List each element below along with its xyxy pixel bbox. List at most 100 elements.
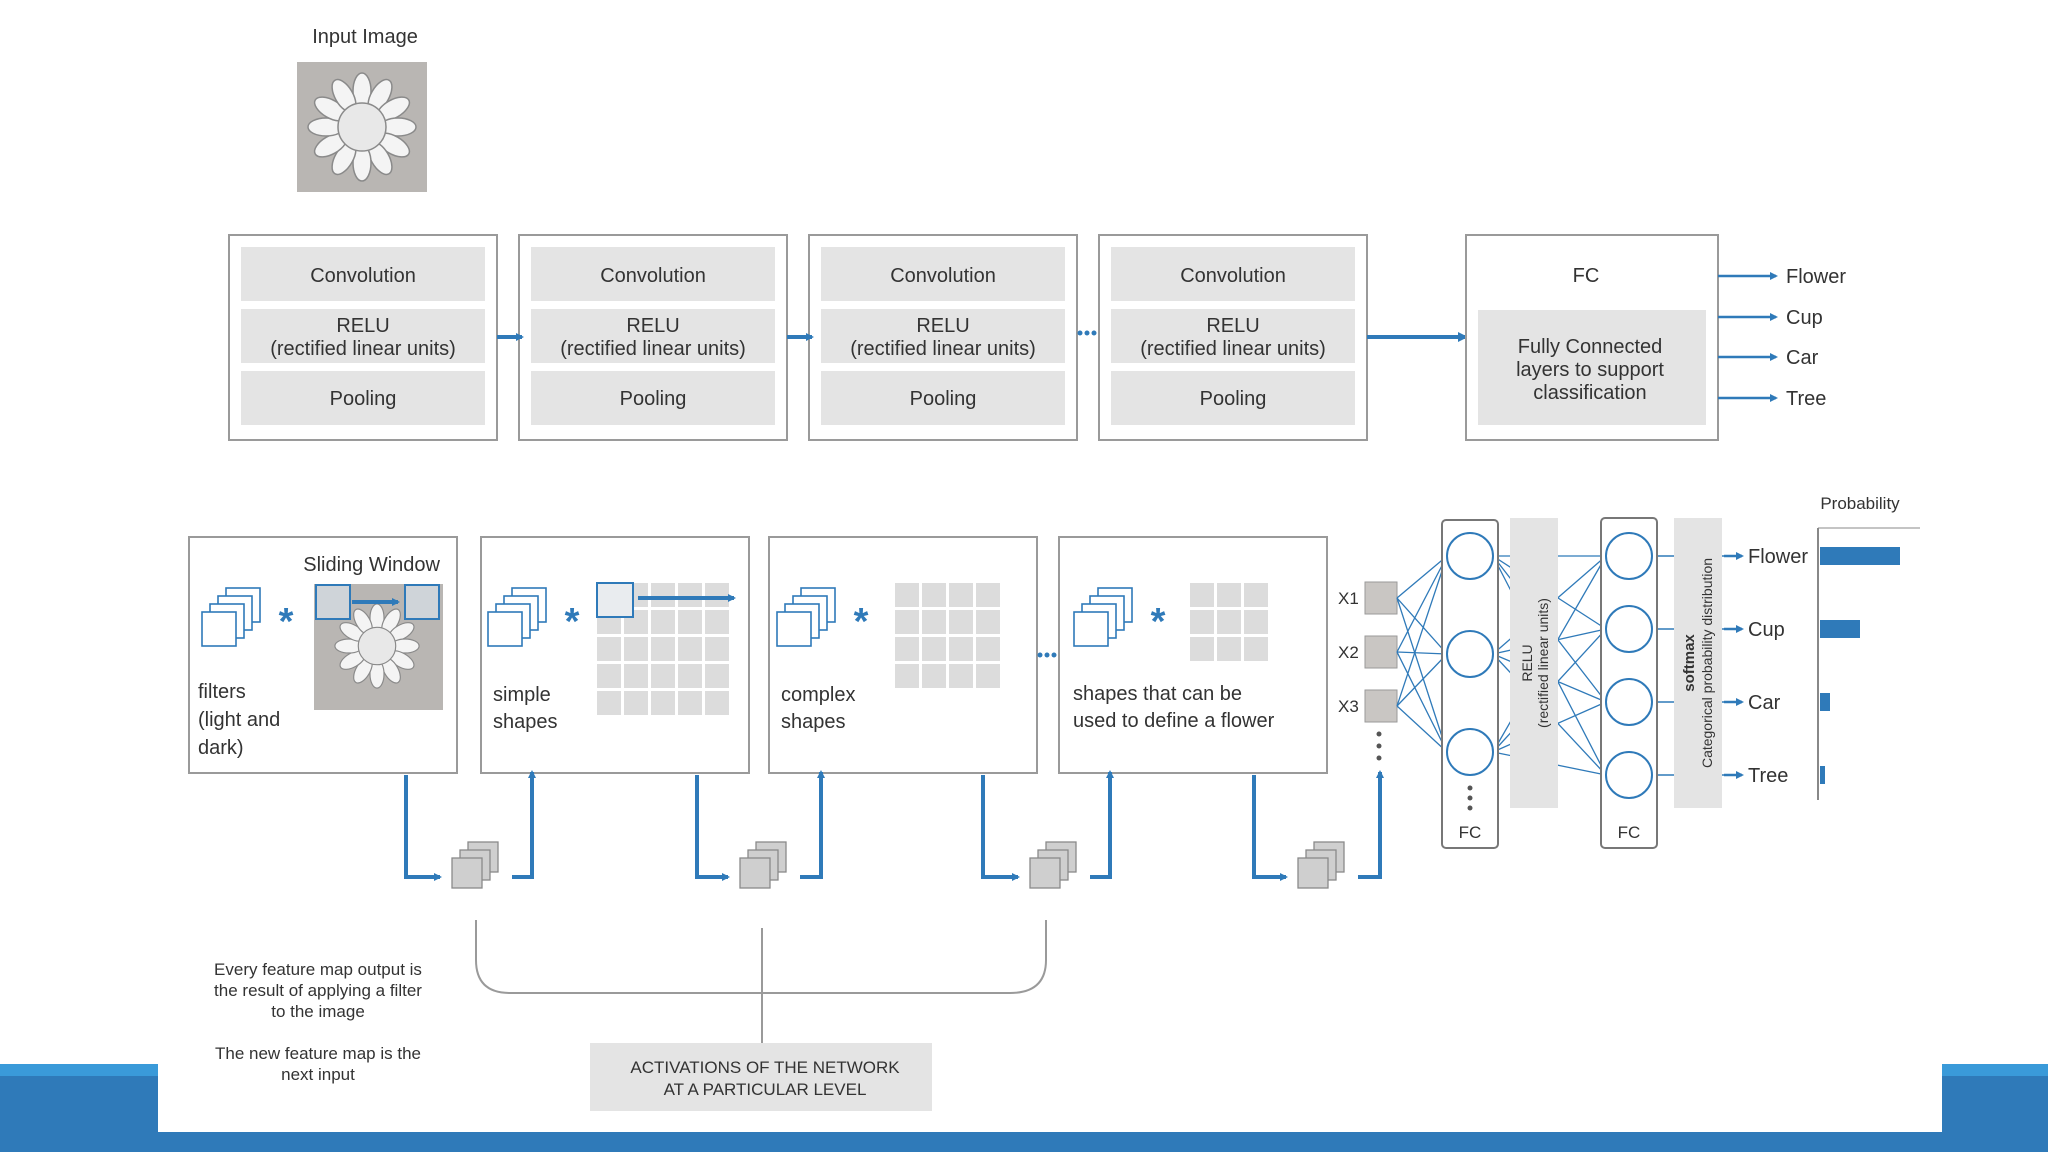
note2-line-1: The new feature map is the <box>215 1044 421 1063</box>
prob-bar-3 <box>1820 693 1830 711</box>
convolution-star-2: * <box>565 601 580 643</box>
input-x2: X2 <box>1338 643 1359 662</box>
fc-label-1: FC <box>1459 823 1482 842</box>
stage-2-relu-sub: (rectified linear units) <box>560 338 746 360</box>
softmax-line-1: softmax <box>1681 634 1698 692</box>
prob-label-2: Cup <box>1748 619 1785 641</box>
stage-3-pooling: Pooling <box>910 388 977 410</box>
notes: Every feature map output is the result o… <box>214 960 422 1084</box>
sliding-window-image <box>314 584 443 710</box>
filter-stack-4: * <box>1073 587 1166 647</box>
panel-1-caption-line-1: filters <box>198 681 246 703</box>
relu-vertical-line-2: (rectified linear units) <box>1535 598 1551 728</box>
prob-bar-1 <box>1820 547 1900 565</box>
stage-3-convolution: Convolution <box>890 265 996 287</box>
input-image <box>297 62 427 192</box>
softmax-line-2: Categorical probability distribution <box>1699 558 1715 768</box>
fc-label-2: FC <box>1618 823 1641 842</box>
stage-3-relu-sub: (rectified linear units) <box>850 338 1036 360</box>
stage-1-pooling: Pooling <box>330 388 397 410</box>
feature-map-2 <box>695 770 825 889</box>
panel-2-caption-line-1: simple <box>493 684 551 706</box>
fc-title: FC <box>1573 265 1600 287</box>
softmax-block: softmax Categorical probability distribu… <box>1674 518 1722 808</box>
panel-ellipsis <box>1037 652 1057 658</box>
top-output-3: Car <box>1786 347 1819 369</box>
stage-3-relu: RELU <box>916 315 969 337</box>
input-x3: X3 <box>1338 697 1359 716</box>
sliding-window-title: Sliding Window <box>303 554 440 576</box>
panel-3-caption-line-1: complex <box>781 684 855 706</box>
simple-shapes-grid <box>596 582 736 715</box>
note1-line-3: to the image <box>271 1002 365 1021</box>
note1-line-2: the result of applying a filter <box>214 981 422 1000</box>
filter-stacks: * * * * <box>201 587 1166 647</box>
relu-vertical-line-1: RELU <box>1519 644 1535 681</box>
filter-stack-2: * <box>487 587 580 647</box>
top-output-4: Tree <box>1786 388 1826 410</box>
stage-2-pooling: Pooling <box>620 388 687 410</box>
activations-line-2: AT A PARTICULAR LEVEL <box>664 1080 867 1099</box>
stage-2-relu: RELU <box>626 315 679 337</box>
feature-map-4 <box>1252 770 1384 889</box>
probability-header: Probability <box>1820 494 1900 513</box>
stage-4-relu: RELU <box>1206 315 1259 337</box>
panel-3-caption-line-2: shapes <box>781 711 846 733</box>
panel-4-caption-line-1: shapes that can be <box>1073 683 1242 705</box>
input-image-label: Input Image <box>312 26 418 48</box>
input-vector: X1 X2 X3 <box>1338 581 1398 761</box>
stage-4-pooling: Pooling <box>1200 388 1267 410</box>
note1-line-1: Every feature map output is <box>214 960 422 979</box>
stage-4-convolution: Convolution <box>1180 265 1286 287</box>
complex-shapes-grid <box>895 583 1000 688</box>
fc-body-line-3: classification <box>1533 382 1646 404</box>
top-output-2: Cup <box>1786 307 1823 329</box>
flower-shapes-grid <box>1190 583 1268 661</box>
convolution-star-4: * <box>1151 601 1166 643</box>
stage-2-convolution: Convolution <box>600 265 706 287</box>
prob-label-1: Flower <box>1748 546 1808 568</box>
fc-layer-2: FC <box>1600 517 1658 849</box>
input-x1: X1 <box>1338 589 1359 608</box>
filter-stack-3: * <box>776 587 869 647</box>
top-output-1: Flower <box>1786 266 1846 288</box>
convolution-star-3: * <box>854 601 869 643</box>
feature-map-1 <box>404 770 536 889</box>
convolution-star-1: * <box>279 601 294 643</box>
activations-box: ACTIVATIONS OF THE NETWORK AT A PARTICUL… <box>590 1043 932 1111</box>
feature-map-3 <box>981 770 1114 889</box>
panel-1-caption-line-3: dark) <box>198 737 244 759</box>
slide-content-bg <box>158 1040 1942 1132</box>
fc-body-line-2: layers to support <box>1516 359 1664 381</box>
stage-ellipsis <box>1077 330 1097 336</box>
filter-stack-1: * <box>201 587 294 647</box>
prob-bar-2 <box>1820 620 1860 638</box>
relu-vertical: RELU (rectified linear units) <box>1510 518 1558 808</box>
panel-1-caption-line-2: (light and <box>198 709 280 731</box>
panel-2-caption-line-2: shapes <box>493 711 558 733</box>
prob-label-3: Car <box>1748 692 1781 714</box>
stage-4-relu-sub: (rectified linear units) <box>1140 338 1326 360</box>
stage-1-convolution: Convolution <box>310 265 416 287</box>
fc-body-line-1: Fully Connected <box>1518 336 1663 358</box>
prob-label-4: Tree <box>1748 765 1788 787</box>
stage-1-relu-sub: (rectified linear units) <box>270 338 456 360</box>
feature-map-connectors <box>404 770 1384 889</box>
stage-1-relu: RELU <box>336 315 389 337</box>
fc-layer-1: FC <box>1441 519 1499 849</box>
activations-line-1: ACTIVATIONS OF THE NETWORK <box>630 1058 900 1077</box>
prob-bar-4 <box>1820 766 1825 784</box>
fc-block: FC Fully Connected layers to support cla… <box>1465 234 1719 441</box>
note2-line-2: next input <box>281 1065 355 1084</box>
panel-4-caption-line-2: used to define a flower <box>1073 710 1275 732</box>
activations-brace <box>475 920 1047 994</box>
